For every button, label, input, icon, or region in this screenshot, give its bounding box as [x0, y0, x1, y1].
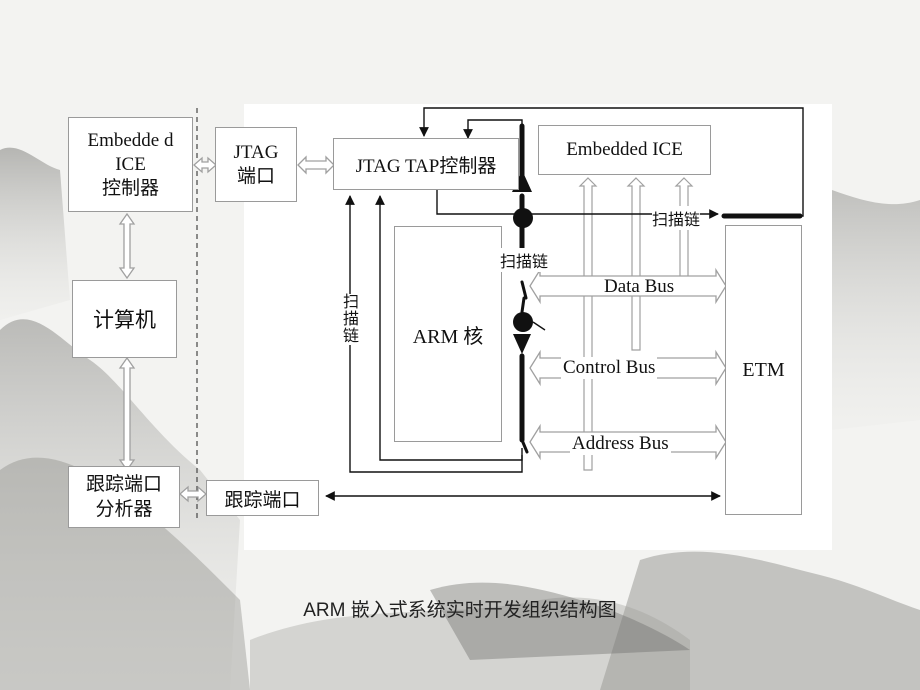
etm-box: ETM	[725, 225, 802, 515]
junction-dot-lower	[513, 312, 533, 332]
jtag-port-box: JTAG 端口	[215, 127, 297, 202]
junction-dot-upper	[513, 208, 533, 228]
scan-chain-label-mid: 扫描链	[500, 248, 549, 272]
scan-chain-label-vertical: 扫描链	[343, 294, 360, 345]
control-bus-label: Control Bus	[561, 357, 658, 379]
trace-port-box: 跟踪端口	[206, 480, 319, 516]
figure-caption: ARM 嵌入式系统实时开发组织结构图	[303, 600, 617, 621]
address-bus-label: Address Bus	[570, 433, 671, 455]
jtag-tap-controller-box: JTAG TAP控制器	[333, 138, 519, 190]
data-bus-label: Data Bus	[604, 276, 675, 297]
down-triangle	[513, 334, 531, 354]
computer-box: 计算机	[72, 280, 177, 358]
embedded-ice-box: Embedded ICE	[538, 125, 711, 175]
arm-core-box: ARM 核	[394, 226, 502, 442]
embedded-ice-controller-box: Embedde d ICE 控制器	[68, 117, 193, 212]
hollow-arrows-left	[118, 155, 335, 503]
trace-port-analyzer-box: 跟踪端口 分析器	[68, 466, 180, 528]
scan-chain-label-top: 扫描链	[652, 206, 701, 230]
